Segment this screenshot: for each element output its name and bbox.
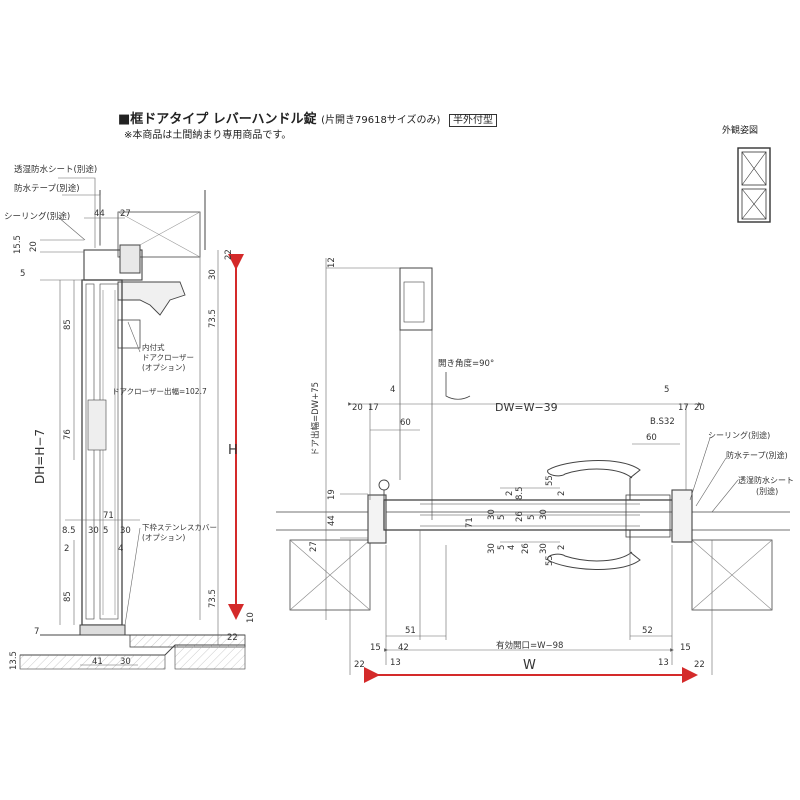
dim-44-h: 44 [327, 515, 337, 526]
dim-20: 20 [29, 241, 39, 252]
dim-8-5-h: 8.5 [515, 486, 525, 500]
dim-55-b: 55 [545, 555, 555, 566]
dim-12: 12 [327, 257, 337, 268]
cover-label-1: 下枠ステンレスカバー [142, 522, 217, 532]
dim-22-left: 22 [354, 660, 365, 670]
dim-27-h: 27 [309, 541, 319, 552]
dim-30-b: 30 [120, 526, 131, 536]
dim-5-c2: 5 [527, 515, 537, 520]
elevation-icon [737, 147, 771, 223]
dim-15-left: 15 [370, 643, 381, 653]
dim-22-right: 22 [694, 660, 705, 670]
dim-51: 51 [405, 626, 416, 636]
cover-label-2: (オプション) [142, 533, 185, 542]
dim-30-a: 30 [88, 526, 99, 536]
dim-60-right: 60 [646, 433, 657, 443]
dim-dw: DW=W−39 [495, 401, 558, 414]
dim-19: 19 [327, 489, 337, 500]
dim-w: W [523, 658, 536, 673]
door-projection: ドア出幅=DW+75 [310, 382, 321, 456]
dim-13-5: 13.5 [9, 651, 19, 670]
dim-30-c1: 30 [487, 509, 497, 520]
dim-30-bottom: 30 [120, 657, 131, 667]
dim-17-right: 17 [678, 403, 689, 413]
dim-71-h: 71 [465, 517, 475, 528]
title-main: ■框ドアタイプ レバーハンドル錠 [118, 112, 317, 127]
dim-8-5: 8.5 [62, 526, 76, 536]
dim-7: 7 [34, 627, 39, 637]
elevation-label: 外観姿図 [722, 126, 759, 136]
vertical-section [19, 177, 246, 670]
dim-73-5-top: 73.5 [208, 309, 218, 328]
dim-5-mid: 5 [103, 526, 108, 536]
dim-5-c1: 5 [497, 515, 507, 520]
dim-2: 2 [64, 544, 69, 554]
dim-22-bottom: 22 [227, 633, 238, 643]
open-angle: 開き角度=90° [438, 358, 494, 369]
dim-10: 10 [246, 612, 256, 623]
dim-85-top: 85 [63, 319, 73, 330]
callout-moisture-sheet: 透湿防水シート(別途) [14, 164, 97, 175]
callout-waterproof-tape: 防水テープ(別途) [14, 183, 80, 194]
closer-projection: ドアクローザー出幅=102.7 [112, 386, 207, 396]
callout-sealing: シーリング(別途) [4, 211, 70, 222]
dim-5-c3: 5 [497, 545, 507, 550]
dim-76: 76 [63, 429, 73, 440]
dim-20-left: 20 [352, 403, 363, 413]
dim-dh: DH=H−7 [33, 429, 47, 484]
dim-41: 41 [92, 657, 103, 667]
dim-5-h: 5 [664, 385, 669, 395]
dim-30-c2: 30 [539, 509, 549, 520]
callout-sheet-h-2: (別途) [756, 486, 778, 496]
dim-15-right: 15 [680, 643, 691, 653]
dim-30-c4: 30 [539, 543, 549, 554]
closer-label-2: ドアクローザー [142, 353, 194, 362]
closer-label-1: 内付式 [142, 342, 165, 352]
dim-52: 52 [642, 626, 653, 636]
dim-17-left: 17 [368, 403, 379, 413]
title-badge: 半外付型 [448, 114, 497, 127]
callout-sealing-h: シーリング(別途) [708, 430, 770, 440]
dim-bs: B.S32 [650, 417, 675, 427]
dim-15-5: 15.5 [13, 235, 23, 254]
dim-26-c1: 26 [515, 511, 525, 522]
dim-4: 4 [118, 544, 123, 554]
dim-30-c3: 30 [487, 543, 497, 554]
dim-20-right: 20 [694, 403, 705, 413]
vertical-section-labels: 透湿防水シート(別途) 防水テープ(別途) シーリング(別途) 44 27 15… [4, 164, 256, 670]
effective-opening: 有効開口=W−98 [496, 640, 563, 651]
dim-26-c2: 26 [521, 543, 531, 554]
dim-55-a: 55 [545, 475, 555, 486]
dim-71: 71 [103, 511, 114, 521]
closer-label-3: (オプション) [142, 363, 185, 372]
horizontal-section-labels: 12 ドア出幅=DW+75 開き角度=90° 4 5 DW=W−39 20 17… [309, 257, 794, 673]
horizontal-section [276, 258, 790, 683]
dim-2-c: 2 [557, 545, 567, 550]
dim-22-top: 22 [224, 249, 234, 260]
callout-tape-h: 防水テープ(別途) [726, 450, 788, 460]
dim-73-5-bottom: 73.5 [208, 589, 218, 608]
dim-44: 44 [94, 209, 105, 219]
callout-sheet-h: 透湿防水シート [738, 475, 794, 485]
dim-4-h: 4 [390, 385, 395, 395]
drawing-title: ■框ドアタイプ レバーハンドル錠 (片開き79618サイズのみ) 半外付型 [118, 108, 497, 127]
dim-4-c: 4 [507, 545, 517, 550]
product-note: ※本商品は土間納まり専用商品です。 [124, 130, 292, 141]
dim-h: H [228, 443, 238, 458]
dim-2-b: 2 [557, 491, 567, 496]
dim-27: 27 [120, 209, 131, 219]
dim-13-right: 13 [658, 658, 669, 668]
dim-30-right: 30 [208, 269, 218, 280]
dim-2-a: 2 [505, 491, 515, 496]
dim-85-bottom: 85 [63, 591, 73, 602]
title-subtitle: (片開き79618サイズのみ) [321, 115, 441, 126]
dim-5: 5 [20, 269, 25, 279]
dim-42: 42 [398, 643, 409, 653]
dim-60-left: 60 [400, 418, 411, 428]
dim-13-left: 13 [390, 658, 401, 668]
